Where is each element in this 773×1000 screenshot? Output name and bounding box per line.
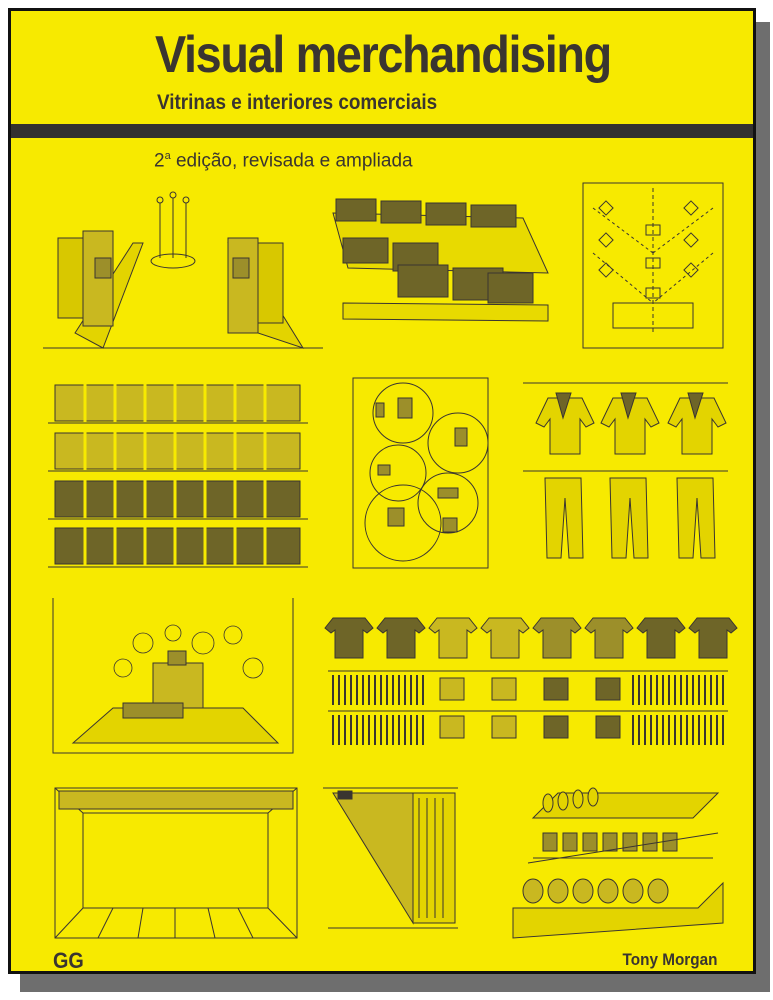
product-groups-sketch	[353, 378, 488, 568]
edition-label: 2a edição, revisada e ampliada	[154, 150, 413, 172]
empty-window-sketch	[55, 788, 297, 938]
edition-text: edição, revisada e ampliada	[170, 150, 413, 172]
publisher-logo: GG	[53, 948, 84, 973]
store-aisle-sketch	[43, 192, 323, 348]
edition-ordinal: a	[164, 150, 171, 162]
edition-number: 2	[154, 150, 165, 172]
book-title: Visual merchandising	[155, 26, 612, 84]
illustrations	[11, 11, 756, 974]
book-subtitle: Vitrinas e interiores comerciais	[157, 91, 438, 114]
author-name: Tony Morgan	[622, 950, 717, 969]
shelf-boxes-sketch	[48, 383, 308, 568]
window-display-sketch	[53, 598, 293, 753]
corner-window-sketch	[323, 788, 458, 928]
hanging-outfits-sketch	[523, 383, 728, 558]
gondola-shelf-sketch	[513, 788, 723, 938]
book-cover: Visual merchandising Vitrinas e interior…	[8, 8, 756, 974]
title-divider-bar	[11, 124, 753, 138]
floor-plan-sketch	[583, 183, 723, 348]
folded-stacks-sketch	[333, 199, 548, 321]
garment-wall-sketch	[325, 618, 737, 745]
